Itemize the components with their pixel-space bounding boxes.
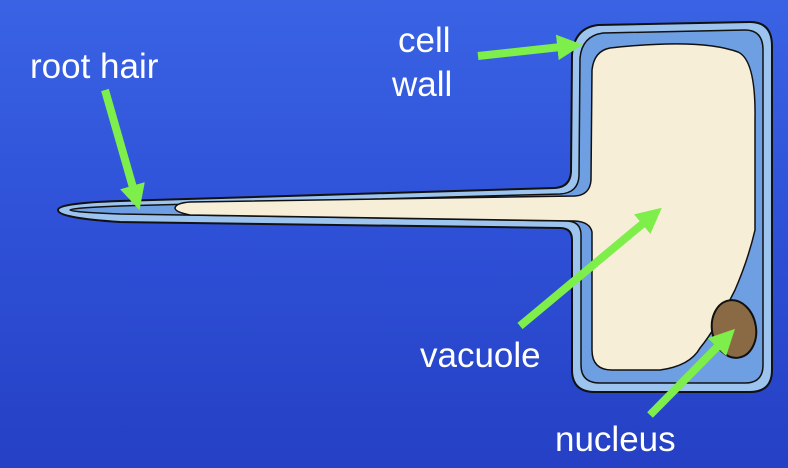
vacuole-label: vacuole	[420, 336, 541, 375]
nucleus-arrow	[647, 328, 735, 418]
vacuole-arrow	[517, 207, 662, 330]
cell-label: cell	[398, 21, 451, 60]
wall-label: wall	[392, 65, 453, 104]
root-hair-label: root hair	[30, 47, 159, 86]
cell-wall-arrow	[477, 34, 583, 61]
nucleus-label: nucleus	[555, 420, 676, 459]
vacuole-shape	[174, 43, 756, 371]
root-hair-arrow	[101, 88, 145, 211]
